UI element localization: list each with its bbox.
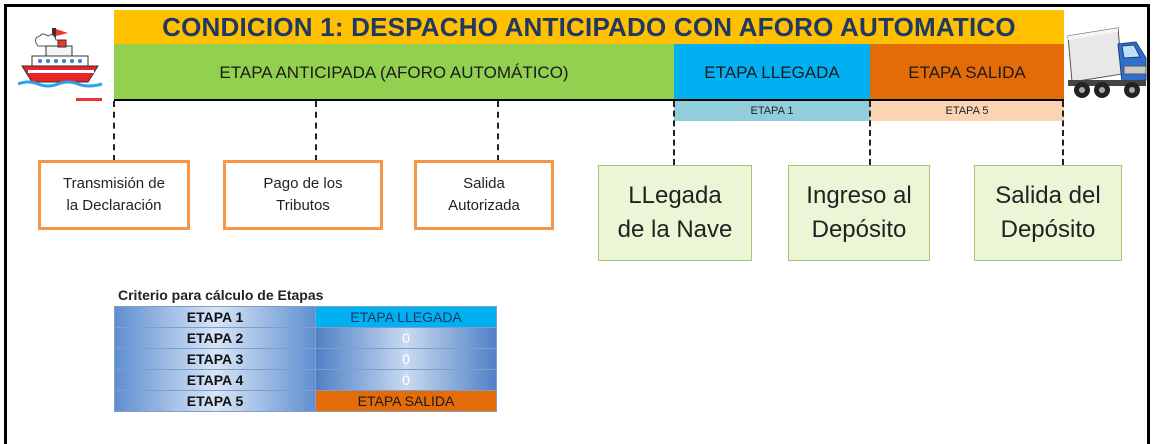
table-row: ETAPA 1 ETAPA LLEGADA xyxy=(114,306,497,328)
event-salida-autorizada: Salida Autorizada xyxy=(414,160,554,230)
criteria-label: ETAPA 1 xyxy=(114,306,316,328)
subband-etapa-5: ETAPA 5 xyxy=(870,101,1064,121)
criteria-value: 0 xyxy=(315,369,497,391)
band-etapa-salida: ETAPA SALIDA xyxy=(870,44,1064,100)
table-row: ETAPA 4 0 xyxy=(114,369,497,391)
milestone-salida-deposito: Salida del Depósito xyxy=(974,165,1122,261)
connector-line xyxy=(673,101,675,165)
diagram-frame xyxy=(4,4,1150,444)
connector-line xyxy=(113,101,115,161)
diagram-title: CONDICION 1: DESPACHO ANTICIPADO CON AFO… xyxy=(114,10,1064,44)
timeline-baseline xyxy=(114,99,1064,101)
connector-line xyxy=(315,101,317,161)
criteria-table: ETAPA 1 ETAPA LLEGADA ETAPA 2 0 ETAPA 3 … xyxy=(114,306,497,412)
table-row: ETAPA 2 0 xyxy=(114,327,497,349)
criteria-label: ETAPA 3 xyxy=(114,348,316,370)
milestone-ingreso-deposito: Ingreso al Depósito xyxy=(788,165,930,261)
connector-line xyxy=(869,101,871,165)
event-transmision-declaracion: Transmisión de la Declaración xyxy=(38,160,190,230)
criteria-value: ETAPA SALIDA xyxy=(315,390,497,412)
cruise-ship-icon xyxy=(18,28,103,101)
milestone-llegada-nave: LLegada de la Nave xyxy=(598,165,752,261)
connector-line xyxy=(497,101,499,161)
criteria-label: ETAPA 5 xyxy=(114,390,316,412)
table-row: ETAPA 5 ETAPA SALIDA xyxy=(114,390,497,412)
band-etapa-anticipada: ETAPA ANTICIPADA (AFORO AUTOMÁTICO) xyxy=(114,44,674,100)
criteria-value: 0 xyxy=(315,327,497,349)
criteria-value: 0 xyxy=(315,348,497,370)
event-pago-tributos: Pago de los Tributos xyxy=(223,160,383,230)
criteria-label: ETAPA 2 xyxy=(114,327,316,349)
connector-line xyxy=(1062,101,1064,165)
table-row: ETAPA 3 0 xyxy=(114,348,497,370)
criteria-value: ETAPA LLEGADA xyxy=(315,306,497,328)
truck-icon xyxy=(1067,27,1147,98)
criteria-title: Criterio para cálculo de Etapas xyxy=(118,287,324,303)
subband-etapa-1: ETAPA 1 xyxy=(674,101,870,121)
band-etapa-llegada: ETAPA LLEGADA xyxy=(674,44,870,100)
criteria-label: ETAPA 4 xyxy=(114,369,316,391)
